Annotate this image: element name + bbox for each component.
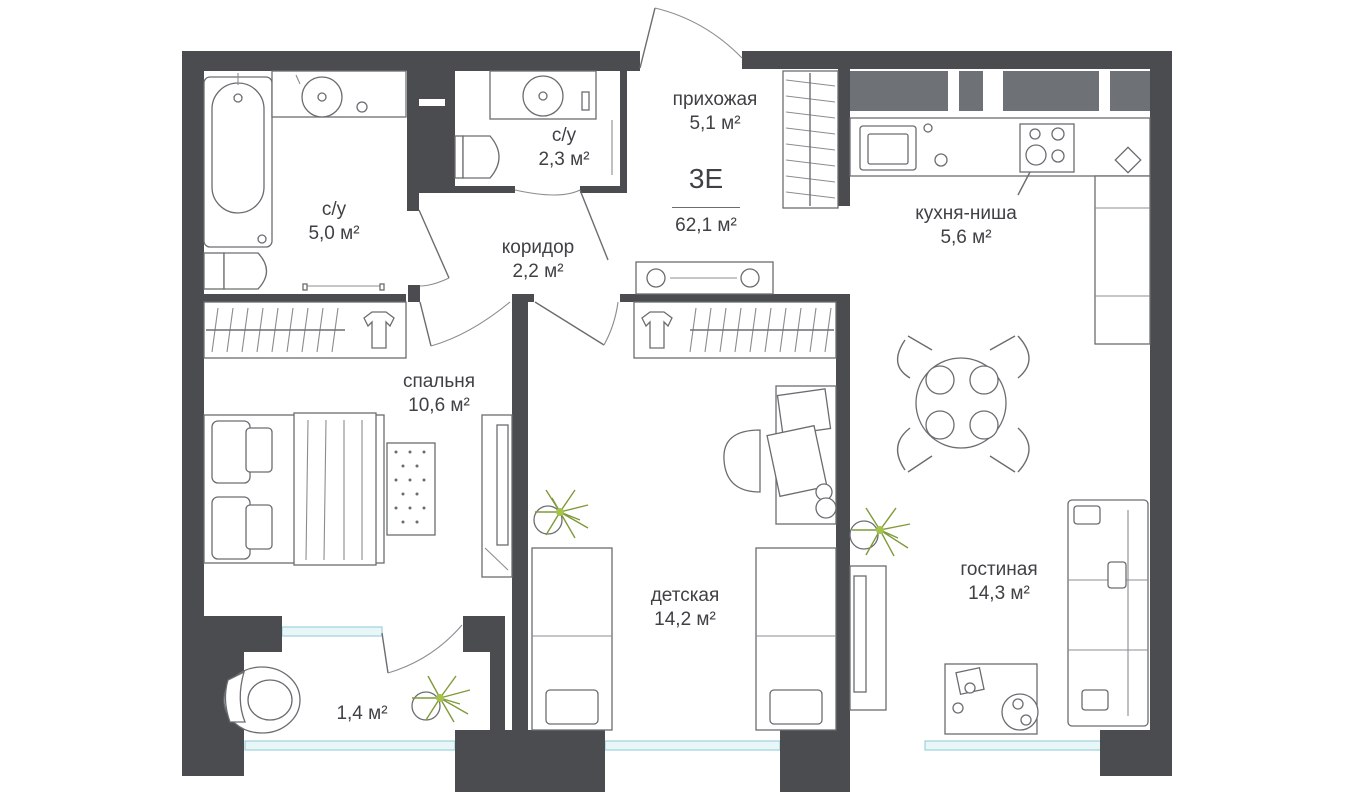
- plant-living: [849, 507, 911, 557]
- apartment-code: 3E: [688, 163, 724, 194]
- bathtub: [203, 73, 273, 248]
- sink-small: [489, 70, 597, 120]
- doors: [381, 7, 743, 674]
- coffee-table: [944, 663, 1039, 735]
- room-label-kitchen: кухня-ниша 5,6 м²: [890, 202, 1042, 250]
- room-name: коридор: [501, 237, 575, 258]
- room-name: с/у: [321, 199, 347, 220]
- badge-divider: [672, 207, 740, 208]
- kitchen-counter: [849, 117, 1151, 345]
- room-area: 5,0 м²: [308, 223, 360, 244]
- room-area: 10,6 м²: [408, 395, 470, 416]
- bed: [203, 412, 385, 566]
- bedroom-closet: [203, 301, 407, 359]
- desk: [723, 385, 837, 525]
- bedroom-rug: [386, 442, 436, 536]
- balcony-chair: [223, 666, 301, 734]
- kids-tv: [635, 261, 774, 295]
- room-area: 1,4 м²: [336, 703, 388, 724]
- room-label-balcony: 1,4 м²: [316, 702, 408, 726]
- toilet-small: [454, 120, 613, 179]
- plant-kids: [533, 489, 589, 539]
- room-area: 2,3 м²: [538, 149, 590, 170]
- room-name: кухня-ниша: [915, 203, 1017, 224]
- room-name: детская: [650, 585, 720, 606]
- room-label-corridor: коридор 2,2 м²: [478, 236, 598, 284]
- hallway-closet: [782, 70, 839, 209]
- apartment-total-area: 62,1 м²: [675, 215, 737, 236]
- room-name: спальня: [402, 371, 476, 392]
- room-area: 14,3 м²: [968, 583, 1030, 604]
- walls: [182, 51, 1172, 792]
- room-label-living: гостиная 14,3 м²: [940, 558, 1058, 606]
- room-area: 2,2 м²: [512, 261, 564, 282]
- toilet-large: [203, 252, 385, 291]
- room-label-hallway: прихожая 5,1 м²: [660, 88, 770, 136]
- sofa: [1067, 499, 1149, 727]
- kids-closet: [633, 301, 837, 359]
- room-name: с/у: [551, 125, 577, 146]
- room-label-kids: детская 14,2 м²: [630, 584, 740, 632]
- kids-bed-right: [755, 547, 837, 731]
- tv-stand: [849, 565, 887, 711]
- room-label-bath-large: с/у 5,0 м²: [290, 198, 378, 246]
- room-area: 5,1 м²: [689, 113, 741, 134]
- room-label-bath-small: с/у 2,3 м²: [520, 124, 608, 172]
- plant-balcony: [411, 675, 471, 723]
- dining-table: [897, 335, 1030, 473]
- room-area: 14,2 м²: [654, 609, 716, 630]
- room-label-bedroom: спальня 10,6 м²: [384, 370, 494, 418]
- kids-bed-left: [531, 547, 613, 731]
- room-name: гостиная: [960, 559, 1038, 580]
- bedroom-wardrobe: [481, 414, 513, 578]
- apartment-badge: 3E 62,1 м²: [657, 157, 755, 245]
- room-name: прихожая: [672, 89, 758, 110]
- sink-large: [271, 70, 407, 118]
- room-area: 5,6 м²: [940, 227, 992, 248]
